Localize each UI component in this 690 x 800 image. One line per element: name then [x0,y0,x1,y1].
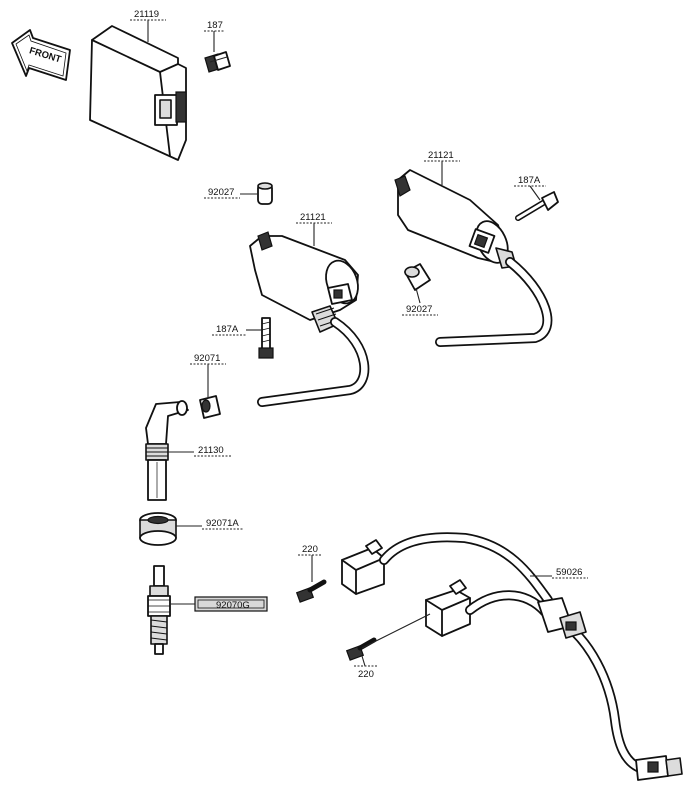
plug-cap-21130 [145,400,189,501]
callout-label: 92071A [206,518,239,529]
callout-92070G: 92070G [170,596,268,612]
callout-59026: 59026 [530,567,588,579]
callout-21119: 21119 [130,9,166,42]
screw-220-lower [345,637,377,661]
callout-220-lower: 220 [354,613,431,680]
ignitor-unit [89,25,187,161]
callout-label: 21119 [134,9,159,20]
callout-92027-left: 92027 [204,187,258,199]
bolt-187A-right [515,191,559,221]
callout-label: 92027 [406,304,432,315]
callout-label: 21121 [428,150,454,161]
ignition-coil-center [249,231,359,333]
callout-label: 21121 [300,212,326,223]
callout-label: 92071 [194,353,220,364]
callout-label: 92070G [216,600,250,611]
callout-label: 187A [518,175,541,186]
callout-label: 187A [216,324,239,335]
cap-seal-92071A [139,512,177,546]
callout-21130: 21130 [168,445,232,457]
callout-187A-left: 187A [212,324,262,336]
callout-220-upper: 220 [298,544,322,582]
bolt-187 [204,51,231,73]
ignition-coil-right [394,169,517,269]
callout-21121-right: 21121 [424,150,460,185]
callout-187: 187 [204,20,224,52]
wiring-harness-59026 [341,532,683,781]
coil-right-lead [435,257,553,347]
callout-label: 21130 [198,445,224,456]
callout-label: 187 [207,20,223,31]
callout-label: 220 [302,544,318,555]
callout-label: 220 [358,669,374,680]
screw-220-upper [295,579,327,603]
callout-92071A: 92071A [176,518,244,530]
damper-92027-left [257,182,273,205]
damper-92071 [199,395,221,419]
callout-92071: 92071 [190,353,226,398]
damper-92027-right [404,263,431,291]
callout-92027-right: 92027 [402,287,438,316]
bolt-187A-left [258,317,274,359]
callout-21121-center: 21121 [296,212,332,246]
callout-label: 92027 [208,187,234,198]
callout-label: 59026 [556,567,582,578]
spark-plug-92070G [147,565,171,655]
callout-187A-right: 187A [514,175,546,201]
front-arrow: FRONT [11,29,71,81]
